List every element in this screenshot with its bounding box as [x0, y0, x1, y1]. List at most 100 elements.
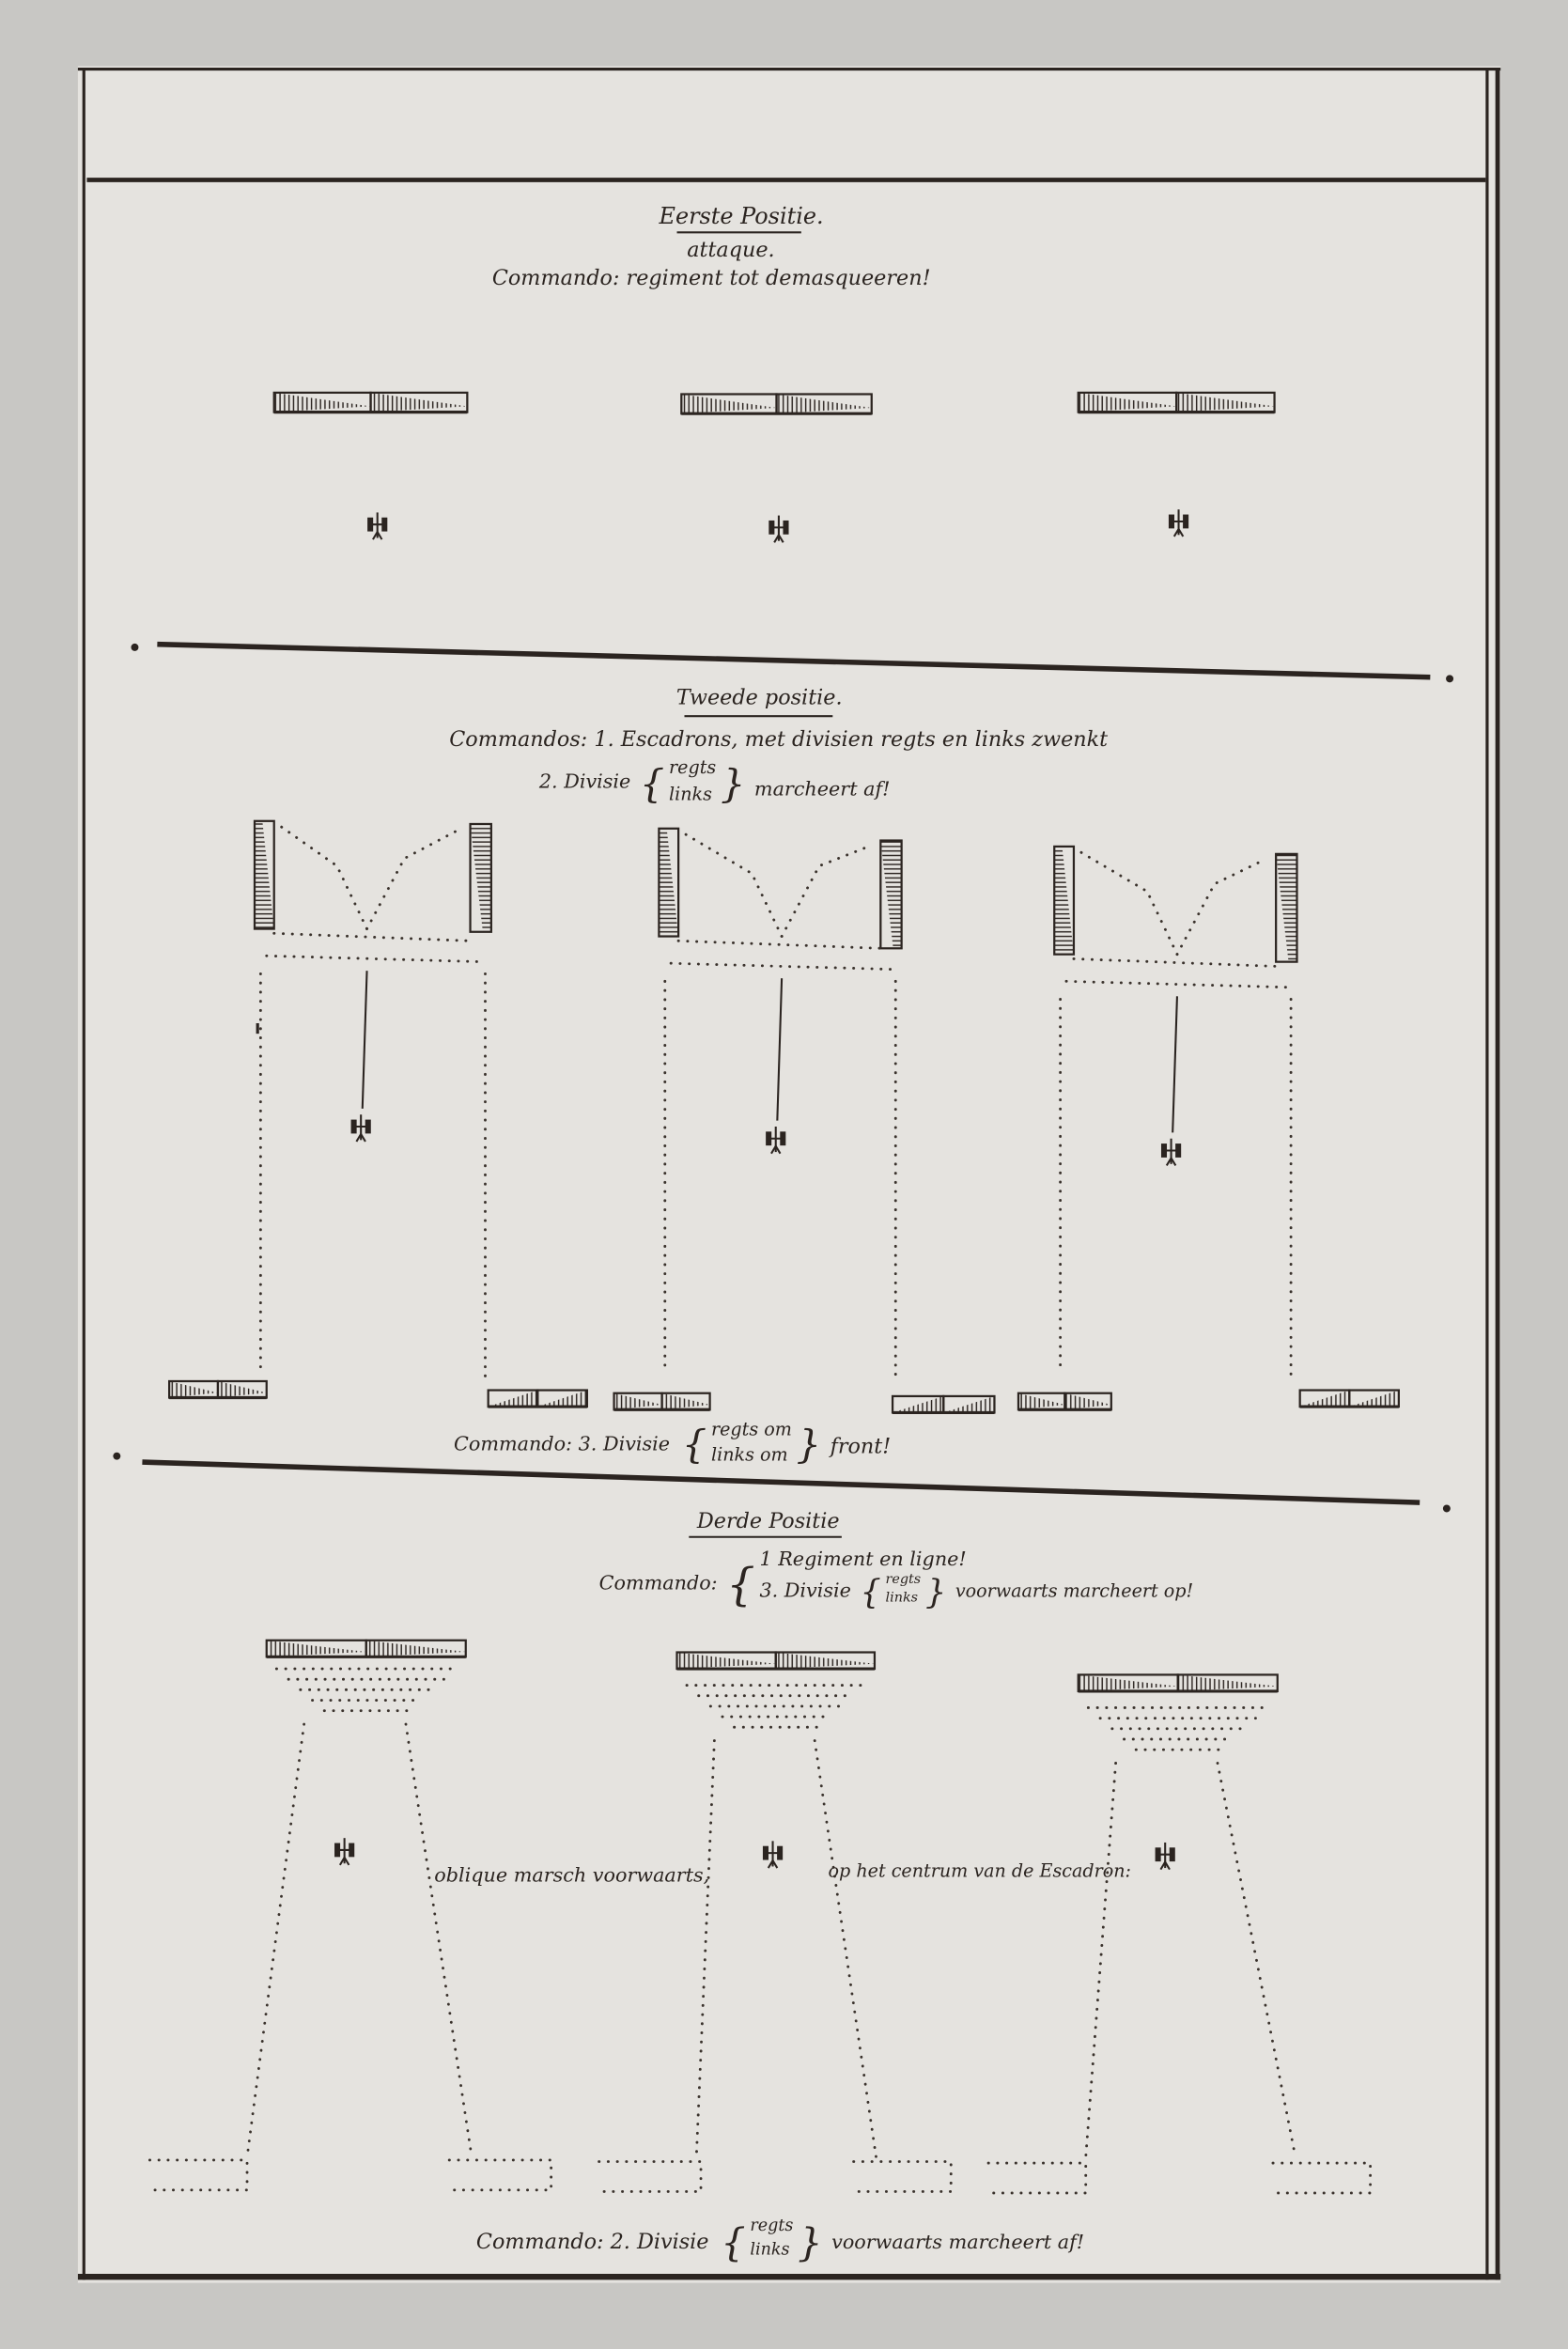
note-oblique-march: oblique marsch voorwaarts, [434, 1863, 709, 1886]
division-outline [253, 819, 275, 930]
commander-foot [372, 530, 383, 540]
sabre-line [1172, 996, 1178, 1133]
hatched-division [1017, 1392, 1065, 1410]
paper [77, 66, 1501, 2283]
brace-close: } [797, 1422, 821, 1467]
hatched-division [880, 840, 902, 949]
section3-title: Derde Positie [696, 1509, 840, 1533]
command2-option-b: links [669, 783, 712, 804]
squadron-line [272, 391, 469, 414]
commander-flag-left [762, 1845, 769, 1860]
squadron-line [265, 1639, 467, 1658]
squadron-line [680, 393, 873, 415]
wheel-line [669, 961, 894, 972]
hatched-division [613, 1392, 662, 1410]
hatched-division [775, 1652, 875, 1670]
page-frame [77, 67, 1501, 2280]
commander-symbol-icon [762, 1841, 784, 1869]
commander-symbol-icon [367, 512, 388, 540]
commander-foot [770, 1143, 782, 1155]
commander-flag-left [1155, 1847, 1161, 1862]
section1-diagram [272, 391, 1276, 543]
section3-command: Commando: { 1 Regiment en ligne! 3. Divi… [599, 1548, 1194, 1611]
commander-flag-right [349, 1843, 355, 1858]
brace-open-inner: { [860, 1573, 880, 1611]
wheel-line [272, 931, 472, 942]
commander-flag-right [1183, 514, 1189, 529]
command3-option-b: links om [711, 1443, 788, 1465]
hatched-division [661, 1392, 710, 1410]
division-column [879, 839, 903, 950]
commander-foot [355, 1131, 366, 1143]
section3-diagram [147, 1639, 1373, 2195]
hatched-division [1054, 846, 1074, 955]
hatched-division [1078, 392, 1177, 412]
commander-flag-left [367, 517, 374, 532]
division-outline [1275, 852, 1298, 963]
commander-flag-left [334, 1843, 341, 1858]
command-line1: 1 Regiment en ligne! [759, 1548, 966, 1570]
separator-1 [131, 641, 1454, 683]
section2-diagram [168, 819, 1400, 1415]
commander-flag-right [783, 520, 789, 535]
command3-option-a: regts om [711, 1418, 792, 1439]
commander-foot [1165, 1156, 1177, 1166]
squadron-line [1077, 1673, 1279, 1693]
brace-open: { [721, 2220, 745, 2265]
hatched-division [1176, 392, 1275, 412]
commander-foot [1159, 1859, 1171, 1871]
final-option-a: regts [750, 2217, 793, 2235]
oblique-path [404, 1722, 474, 2159]
squadron-line [1017, 1392, 1112, 1411]
hatched-division [893, 1395, 944, 1413]
commander-flag-right [381, 517, 388, 532]
command2-prefix: 2. Divisie [538, 770, 630, 793]
section1-subtitle: attaque. [687, 238, 774, 262]
commander-flag-right [365, 1119, 371, 1134]
final-option-b: links [750, 2240, 789, 2259]
brace-close: } [798, 2220, 822, 2265]
section2-command3: Commando: 3. Divisie { regts om links om… [454, 1418, 891, 1467]
hatched-division [681, 394, 777, 414]
hatched-division [365, 1640, 466, 1657]
hatched-division [1078, 1674, 1178, 1691]
hatched-division [217, 1380, 267, 1398]
hatched-division [1177, 1674, 1278, 1691]
command-line2-suffix: voorwaarts marcheert op! [955, 1580, 1193, 1602]
hatched-division [254, 820, 274, 929]
hatched-division [1276, 853, 1297, 962]
division-column [253, 819, 275, 930]
hatched-division [470, 823, 491, 932]
wheel-line [265, 954, 484, 964]
section2-command2: 2. Divisie { regts links } marcheert af! [538, 756, 891, 807]
division-column [658, 827, 680, 938]
dotted-box [598, 2160, 703, 2193]
division-outline [879, 839, 903, 950]
brace-open: { [726, 1560, 754, 1611]
hatched-division [943, 1395, 995, 1413]
brace-open: { [682, 1422, 706, 1467]
commander-flag-right [1169, 1847, 1175, 1862]
commander-flag-right [1175, 1143, 1182, 1158]
squadron-line [675, 1651, 877, 1671]
commander-flag-left [1168, 514, 1174, 529]
commander-foot [773, 533, 784, 543]
oblique-path [1216, 1762, 1297, 2159]
commander-foot [767, 1859, 779, 1869]
squadron-line [1077, 391, 1276, 414]
commander-symbol-icon [350, 1114, 371, 1143]
hatched-division [266, 1640, 366, 1657]
oblique-path [694, 1739, 716, 2159]
final-prefix: Commando: 2. Divisie [476, 2230, 709, 2254]
division-outline [1053, 845, 1076, 956]
oblique-path [813, 1739, 877, 2159]
command3-suffix: front! [829, 1434, 892, 1458]
dotted-box [447, 2158, 553, 2192]
hatched-division [676, 1652, 776, 1670]
commander-symbol-icon [1160, 1138, 1182, 1166]
squadron-line [613, 1392, 711, 1411]
hatched-division [659, 828, 679, 937]
commander-flag-left [1160, 1143, 1168, 1158]
commander-flag-left [350, 1119, 357, 1134]
